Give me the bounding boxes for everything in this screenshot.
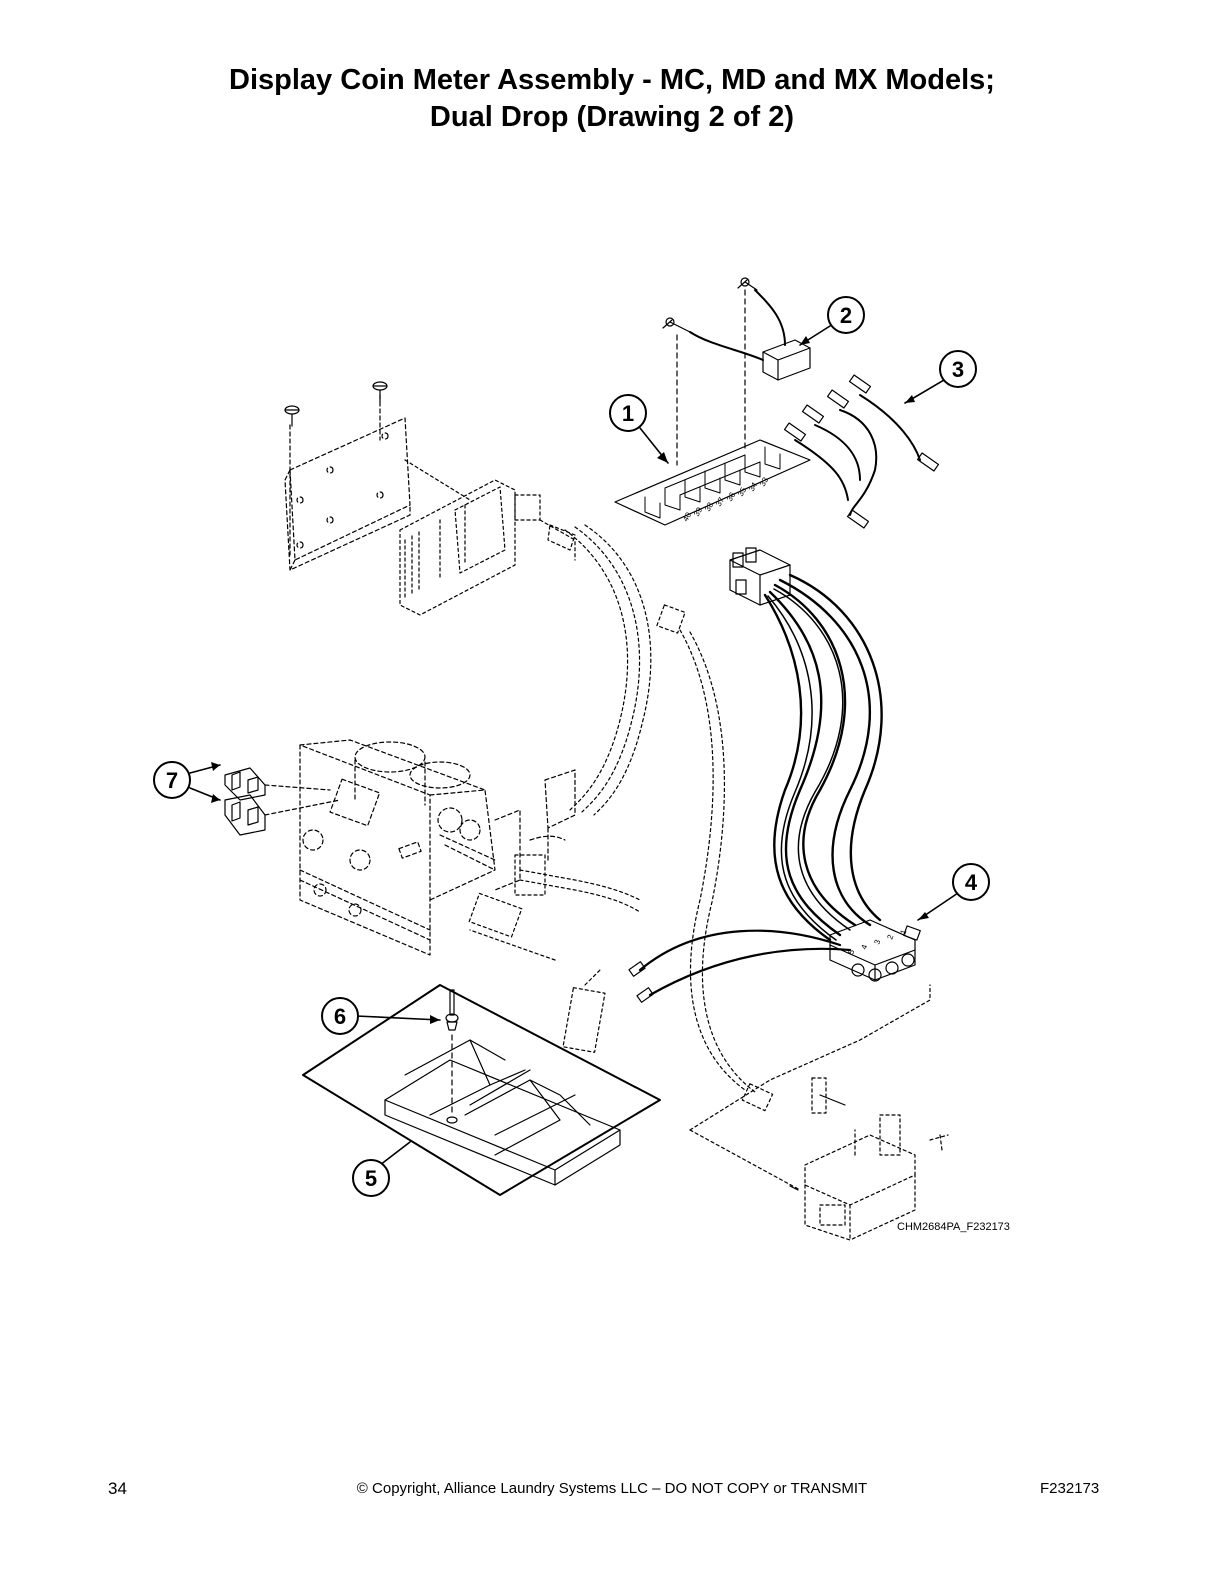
lower-connector <box>469 929 606 1053</box>
page-title: Display Coin Meter Assembly - MC, MD and… <box>0 62 1224 136</box>
arrow-board-left <box>789 1185 799 1191</box>
callout-2: 2 <box>840 303 852 328</box>
leader-lines <box>189 325 959 1166</box>
terminal-strip <box>614 439 811 526</box>
title-line-2: Dual Drop (Drawing 2 of 2) <box>429 101 795 133</box>
coin-drop-assembly <box>299 739 576 956</box>
guide-lines <box>676 289 746 466</box>
terminal-labels: 40 39 38 37 36 35 34 33 <box>681 475 771 523</box>
copyright-notice: © Copyright, Alliance Laundry Systems LL… <box>356 1480 868 1497</box>
title-line-1: Display Coin Meter Assembly - MC, MD and… <box>229 64 995 96</box>
wire-jumpers <box>783 374 940 529</box>
ribbon-cable <box>564 524 652 816</box>
callout-5: 5 <box>365 1166 377 1191</box>
document-id: F232173 <box>1040 1480 1100 1497</box>
callout-4: 4 <box>965 870 978 895</box>
control-panel <box>284 394 411 571</box>
mounting-plate <box>302 984 661 1196</box>
page-number: 34 <box>108 1479 127 1498</box>
circuit-board <box>399 459 576 616</box>
filter-component <box>662 277 811 381</box>
arrow-labels <box>224 767 341 836</box>
panel-screw-right <box>372 381 388 403</box>
callout-1: 1 <box>622 401 634 426</box>
dashed-harness <box>656 604 931 1191</box>
pin-4: 4 <box>859 943 869 951</box>
panel-screw-left <box>284 405 300 427</box>
wiring-harness <box>628 547 921 1003</box>
lower-ribbon <box>468 854 641 938</box>
callout-3: 3 <box>952 357 964 382</box>
arrow-to-board <box>819 1094 846 1106</box>
callout-circles <box>153 296 990 1197</box>
callout-7: 7 <box>166 768 178 793</box>
pin-3: 3 <box>872 938 882 946</box>
callout-6: 6 <box>334 1004 346 1029</box>
drawing-code: CHM2684PA_F232173 <box>897 1221 1010 1233</box>
lower-board <box>804 1077 949 1241</box>
pin-1: 1 <box>898 928 908 936</box>
pin-5: 5 <box>846 948 856 956</box>
leader-arrowheads <box>211 336 929 1024</box>
connector-pin-labels: 5 4 3 2 1 <box>846 928 908 956</box>
pin-2: 2 <box>885 933 895 941</box>
rivet <box>445 989 459 1116</box>
